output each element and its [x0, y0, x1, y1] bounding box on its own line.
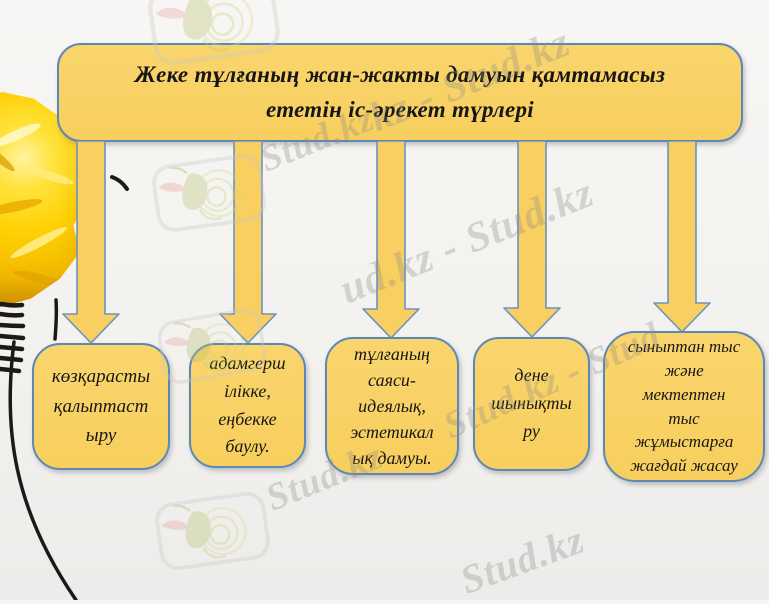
- diagram-box-2: адамгерш ілікке, еңбекке баулу.: [189, 343, 306, 468]
- diagram-box-3: тұлғаның саяси- идеялық, эстетикал ық да…: [325, 337, 459, 475]
- arrow-to-box-4: [503, 141, 561, 338]
- box-2-text: адамгерш ілікке, еңбекке баулу.: [209, 352, 286, 457]
- arrow-to-box-2: [219, 141, 277, 344]
- diagram-box-1: көзқарасты қалыптаст ыру: [32, 343, 170, 470]
- box-3-text: тұлғаның саяси- идеялық, эстетикал ық да…: [350, 343, 434, 469]
- studkz-hummingbird-logo-icon: [155, 491, 270, 571]
- box-1-text: көзқарасты қалыптаст ыру: [51, 366, 151, 447]
- box-4-text: дене шынықты ру: [491, 365, 572, 441]
- diagram-title-text: Жеке тұлғаның жан-жакты дамуын қамтамасы…: [134, 62, 666, 122]
- diagram-box-5: сыныптан тыс және мектептен тыс жұмыстар…: [603, 331, 765, 482]
- arrow-to-box-1: [62, 141, 120, 344]
- arrow-to-box-3: [362, 141, 420, 339]
- box-5-text: сыныптан тыс және мектептен тыс жұмыстар…: [627, 337, 741, 476]
- diagram-title-box: Жеке тұлғаның жан-жакты дамуын қамтамасы…: [57, 43, 743, 142]
- arrow-to-box-5: [653, 141, 711, 333]
- diagram-box-4: дене шынықты ру: [473, 337, 590, 471]
- studkz-watermark-text: Stud.kz: [454, 516, 591, 603]
